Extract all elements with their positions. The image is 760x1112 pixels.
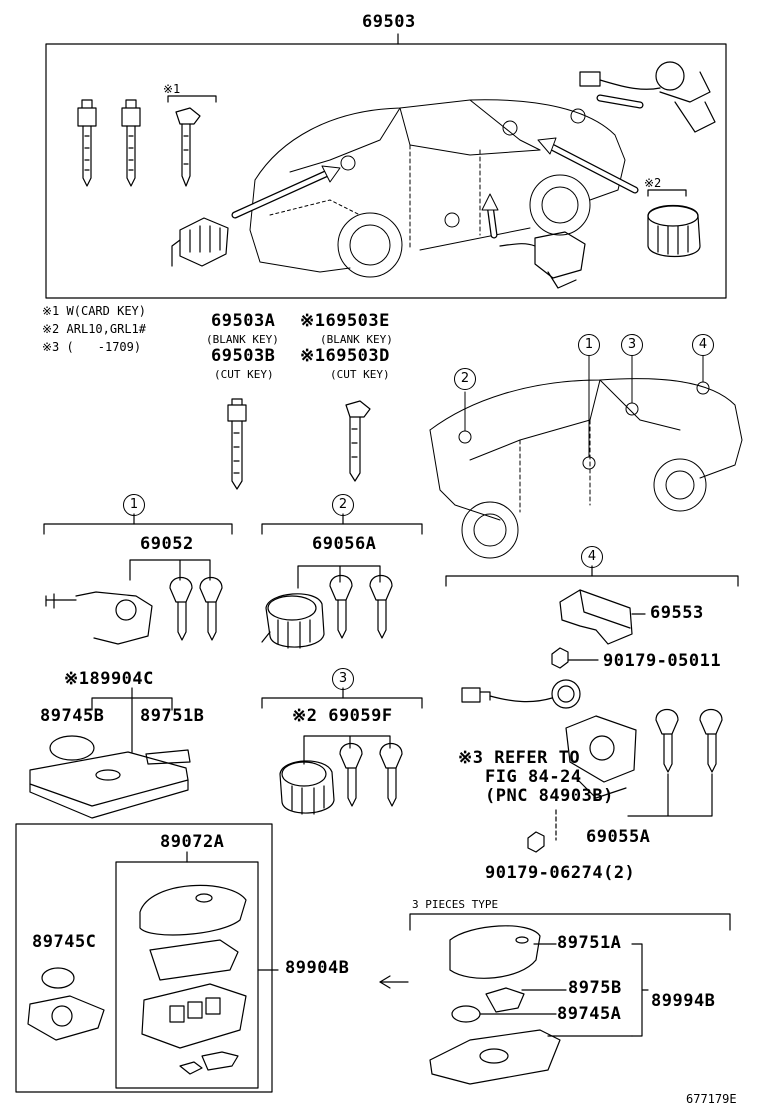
set-4-parts <box>461 589 723 853</box>
set-1-parts <box>45 559 223 645</box>
part-69503d: ※169503D <box>300 346 390 366</box>
set-2-callout: 2 <box>332 494 354 516</box>
part-69059f: ※2 69059F <box>292 706 393 726</box>
part-89745b: 89745B <box>40 706 105 726</box>
part-69553: 69553 <box>650 603 704 623</box>
top-frame <box>45 33 727 299</box>
part-69503b-note: (CUT KEY) <box>214 368 274 381</box>
top-keys <box>77 95 217 187</box>
part-69503e: ※169503E <box>300 311 390 331</box>
set-3-callout: 3 <box>332 668 354 690</box>
part-69503b: 69503B <box>211 346 276 366</box>
car-callout-4: 4 <box>692 334 714 356</box>
refer-line-2: FIG 84-24 <box>485 767 582 787</box>
part-69503a-note: (BLANK KEY) <box>206 333 279 346</box>
set-1-callout: 1 <box>123 494 145 516</box>
set-3-parts <box>279 735 403 815</box>
top-locks <box>171 61 716 289</box>
car-callout-3: 3 <box>621 334 643 356</box>
set-2-parts <box>261 565 393 649</box>
car-callout-2: 2 <box>454 368 476 390</box>
part-90179-06274: 90179-06274(2) <box>485 863 636 883</box>
fob-box <box>15 823 279 1093</box>
car-callout-1: 1 <box>578 334 600 356</box>
figure-id: 677179E <box>686 1092 737 1106</box>
refer-line-3: (PNC 84903B) <box>485 786 614 806</box>
part-89904b: 89904B <box>285 958 350 978</box>
part-89994b: 89994B <box>651 991 716 1011</box>
top-part-number: 69503 <box>362 12 416 32</box>
part-89751a: 89751A <box>557 933 622 953</box>
part-69052: 69052 <box>140 534 194 554</box>
refer-line-1: ※3 REFER TO <box>458 748 581 768</box>
part-89745c: 89745C <box>32 932 97 952</box>
part-89072a: 89072A <box>160 832 225 852</box>
part-8975b: 8975B <box>568 978 622 998</box>
part-69503d-note: (CUT KEY) <box>330 368 390 381</box>
part-69503a: 69503A <box>211 311 276 331</box>
note-3: ※3 ( -1709) <box>42 340 142 354</box>
part-89751b: 89751B <box>140 706 205 726</box>
three-pieces-label: 3 PIECES TYPE <box>412 898 499 911</box>
set-4-callout: 4 <box>581 546 603 568</box>
part-89904c: ※189904C <box>64 669 154 689</box>
mark2-label: ※2 <box>644 176 662 190</box>
card-key-parts <box>29 697 191 819</box>
blank-keys <box>227 398 371 490</box>
mark1-label: ※1 <box>163 82 181 96</box>
mid-car <box>429 355 743 559</box>
note-1: ※1 W(CARD KEY) <box>42 304 146 318</box>
top-car <box>231 94 644 278</box>
part-69503e-note: (BLANK KEY) <box>320 333 393 346</box>
part-90179-05011: 90179-05011 <box>603 651 722 671</box>
part-69055a: 69055A <box>586 827 651 847</box>
three-pieces-group <box>379 913 731 1085</box>
part-89745a: 89745A <box>557 1004 622 1024</box>
part-69056a: 69056A <box>312 534 377 554</box>
note-2: ※2 ARL10,GRL1# <box>42 322 146 336</box>
